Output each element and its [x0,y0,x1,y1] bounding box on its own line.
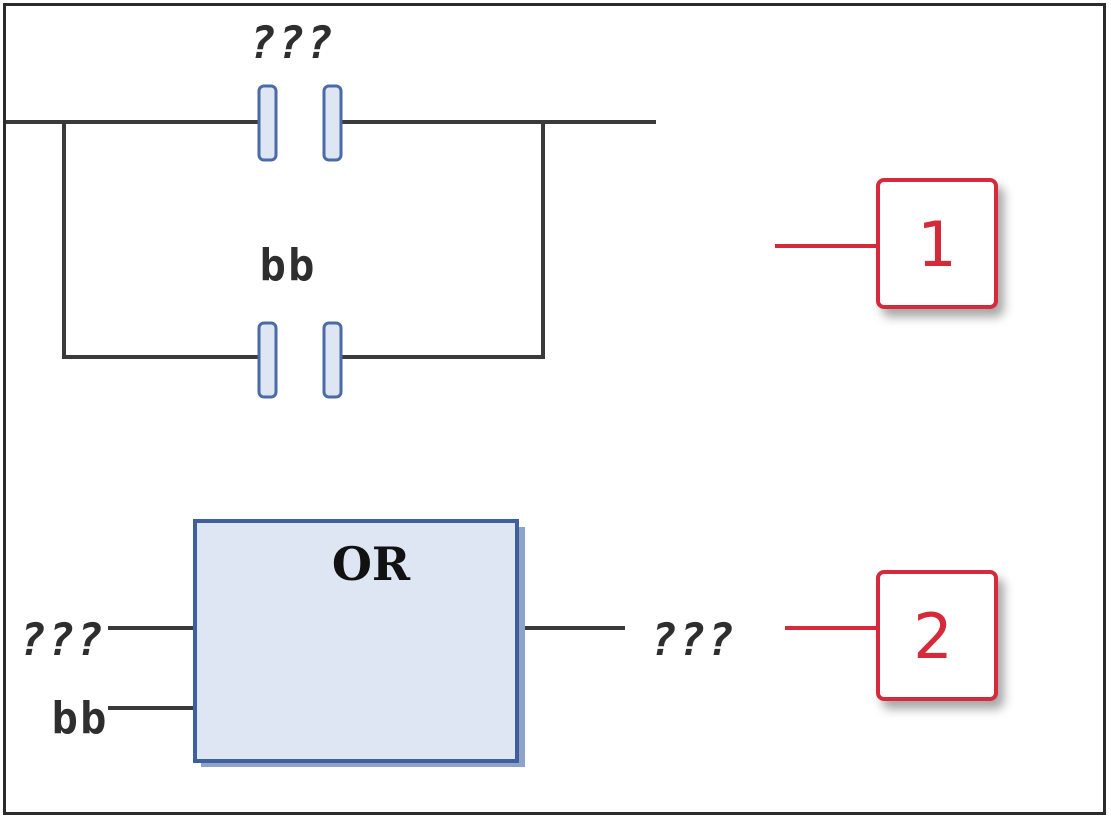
contact-bottom[interactable] [257,321,343,399]
contact-bottom-label[interactable]: bb [260,240,317,291]
or-block-title: OR [332,537,411,591]
contact-top[interactable] [257,84,343,162]
ladder-network: ??? bb [6,18,656,399]
contact-bottom-right-plate [322,321,343,399]
callout-1-box [876,178,998,309]
contact-bottom-left-plate [257,321,278,399]
fbd-network: OR ??? bb ??? [19,519,735,767]
contact-top-right-plate [322,84,343,162]
callout-2-number: 2 [913,600,952,673]
fbd-output-label[interactable]: ??? [650,615,735,666]
fbd-input1-label[interactable]: ??? [19,615,104,666]
fbd-input2-label[interactable]: bb [52,693,109,744]
contact-top-label[interactable]: ??? [249,18,334,69]
callout-1: 1 [775,178,998,309]
parallel-branch-right [340,122,545,359]
callout-2: 2 [785,570,998,701]
callout-2-box [876,570,998,701]
contact-top-left-plate [257,84,278,162]
callout-1-number: 1 [917,208,956,281]
parallel-branch-left [62,122,260,359]
or-block[interactable] [193,519,519,763]
